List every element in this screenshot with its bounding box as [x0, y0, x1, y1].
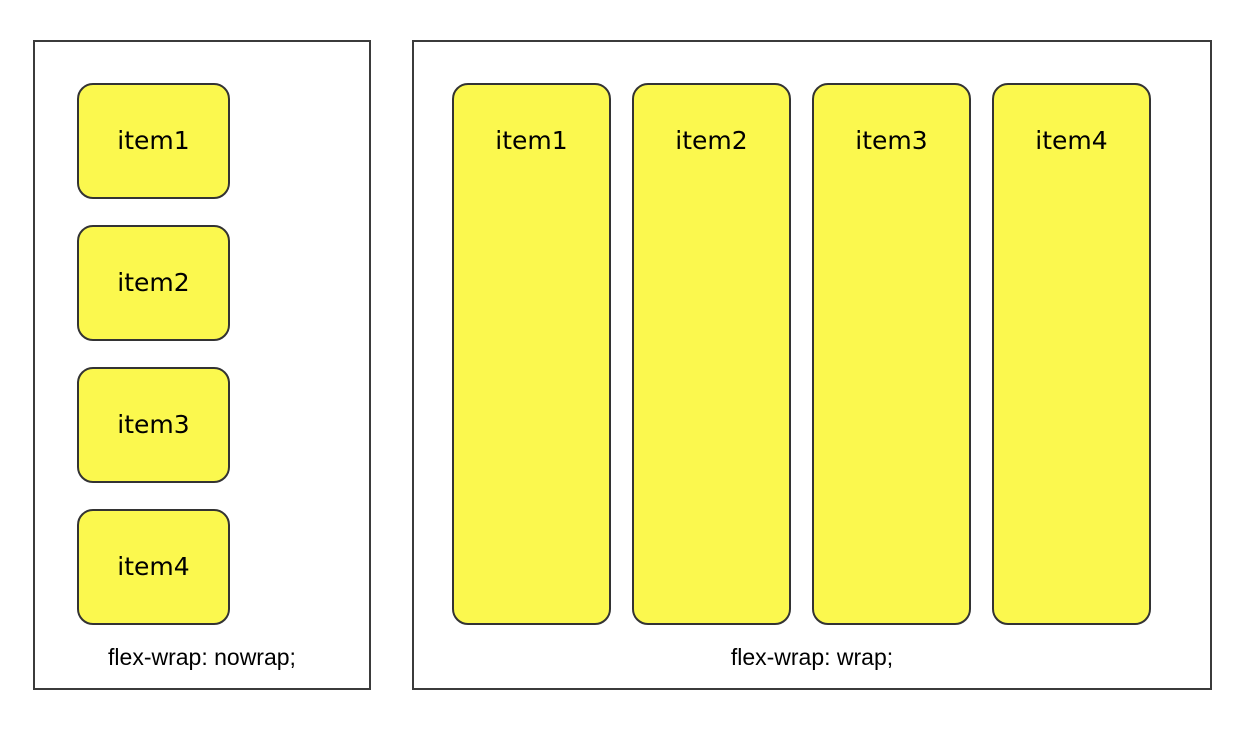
caption-wrap: flex-wrap: wrap;: [730, 644, 894, 670]
flex-item: item1: [77, 83, 230, 199]
flex-item: item4: [992, 83, 1151, 625]
flex-container-nowrap: item1 item2 item3 item4: [77, 83, 230, 625]
flex-item-label: item4: [117, 552, 190, 581]
flex-item-label: item3: [117, 410, 190, 439]
panel-wrap: item1 item2 item3 item4 flex-wrap: wrap;: [412, 40, 1212, 690]
flex-item-label: item4: [1035, 126, 1108, 155]
flex-item: item3: [812, 83, 971, 625]
flex-item: item2: [632, 83, 791, 625]
flex-item-label: item3: [855, 126, 928, 155]
panel-nowrap: item1 item2 item3 item4 flex-wrap: nowra…: [33, 40, 371, 690]
flex-item: item2: [77, 225, 230, 341]
flex-item-label: item2: [117, 268, 190, 297]
flex-item: item3: [77, 367, 230, 483]
flex-item: item1: [452, 83, 611, 625]
flex-item-label: item2: [675, 126, 748, 155]
flex-item: item4: [77, 509, 230, 625]
flex-item-label: item1: [117, 126, 190, 155]
flex-container-wrap: item1 item2 item3 item4: [452, 83, 1151, 625]
caption-nowrap: flex-wrap: nowrap;: [108, 644, 296, 670]
flex-item-label: item1: [495, 126, 568, 155]
